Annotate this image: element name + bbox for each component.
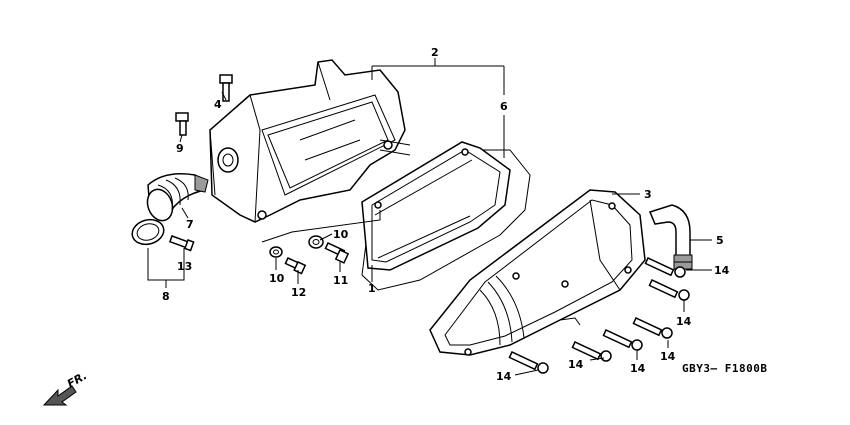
- callout-1: 1: [368, 282, 376, 295]
- front-direction-label: FR.: [65, 369, 89, 390]
- callout-12: 12: [291, 286, 306, 299]
- callout-14-a: 14: [714, 264, 730, 277]
- callout-14-f: 14: [496, 370, 512, 383]
- callout-2: 2: [431, 46, 439, 59]
- callout-7: 7: [186, 218, 194, 231]
- screw-14-c: [632, 317, 673, 339]
- callout-11: 11: [333, 274, 348, 287]
- air-cleaner-case: [209, 59, 411, 223]
- callout-14-e: 14: [568, 358, 584, 371]
- callout-10-upper: 10: [333, 228, 349, 241]
- bolt-9: [175, 112, 189, 136]
- callout-10-lower: 10: [269, 272, 285, 285]
- callout-5: 5: [716, 234, 724, 247]
- screw-14-a: [644, 257, 686, 278]
- callout-13: 13: [177, 260, 192, 273]
- bolt-11: [324, 242, 350, 264]
- callout-6: 6: [500, 100, 508, 113]
- leader-lines: [147, 58, 712, 376]
- bolt-12: [284, 257, 307, 275]
- front-direction-arrow-icon: FR.: [42, 369, 89, 406]
- washer-10-b: [269, 246, 283, 258]
- tube-band: [131, 218, 165, 246]
- callout-9: 9: [176, 142, 184, 155]
- callout-8: 8: [162, 290, 170, 303]
- screw-14-f: [508, 351, 549, 374]
- bolt-4: [219, 74, 233, 102]
- screw-14-b: [648, 279, 690, 301]
- callout-3: 3: [644, 188, 652, 201]
- air-cleaner-cover: [429, 189, 646, 356]
- air-cleaner-element: [361, 141, 531, 291]
- screw-13: [168, 235, 195, 252]
- callouts: 1 2 3 4 5 6 7 8 9 10 10 11 12 13 14 14 1…: [162, 46, 730, 383]
- drain-tube: [648, 204, 693, 270]
- callout-14-c: 14: [660, 350, 676, 363]
- callout-14-d: 14: [630, 362, 646, 375]
- diagram-code: GBY3– F1800B: [682, 362, 767, 375]
- callout-14-b: 14: [676, 315, 692, 328]
- screw-14-d: [602, 329, 643, 351]
- connecting-tube: [146, 173, 209, 222]
- callout-4: 4: [214, 98, 222, 111]
- washer-10-a: [308, 235, 324, 249]
